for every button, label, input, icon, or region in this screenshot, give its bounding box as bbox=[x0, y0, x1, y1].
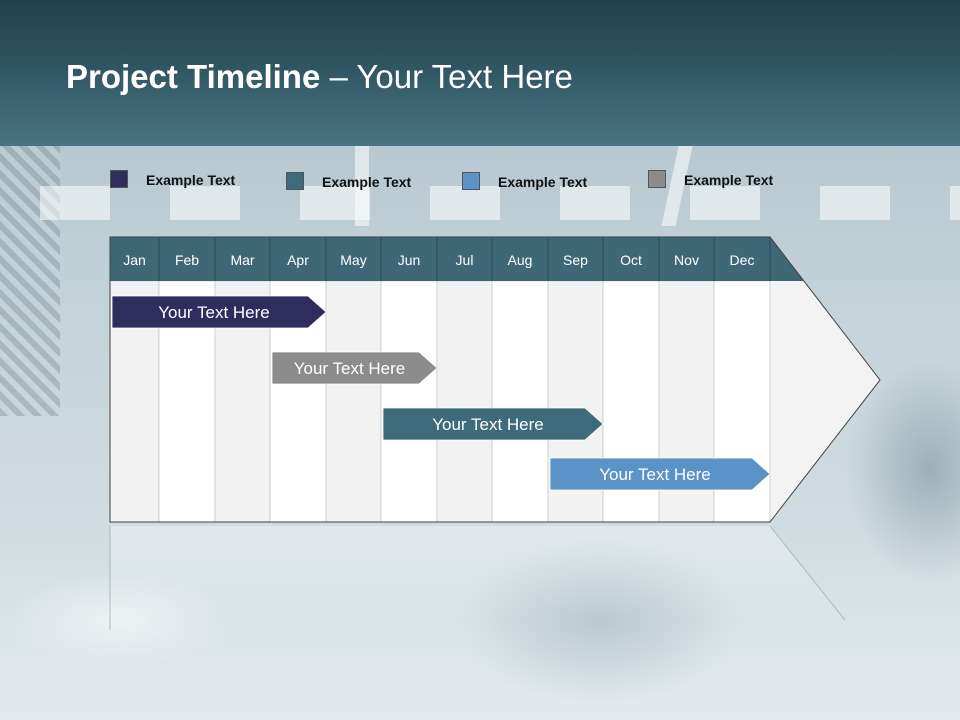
legend-swatch bbox=[286, 172, 304, 190]
month-label: Mar bbox=[230, 252, 254, 268]
month-label: Jan bbox=[123, 252, 146, 268]
timeline-arrow-outline bbox=[109, 236, 881, 523]
task-bar-label: Your Text Here bbox=[294, 359, 406, 378]
task-bar-label: Your Text Here bbox=[158, 303, 270, 322]
legend-swatch bbox=[462, 172, 480, 190]
month-label: Jun bbox=[398, 252, 421, 268]
task-bar bbox=[549, 457, 771, 491]
task-bar-label: Your Text Here bbox=[599, 465, 711, 484]
month-column bbox=[436, 280, 493, 523]
legend-swatch bbox=[110, 170, 128, 188]
month-column bbox=[491, 280, 549, 523]
page-title: Project Timeline – Your Text Here bbox=[66, 58, 573, 96]
month-column bbox=[380, 280, 438, 523]
task-bar bbox=[111, 295, 327, 329]
month-column bbox=[325, 280, 382, 523]
title-rest: – Your Text Here bbox=[320, 58, 573, 95]
month-label: Apr bbox=[287, 252, 309, 268]
timeline-reflection bbox=[110, 526, 845, 620]
road-line bbox=[355, 146, 369, 226]
month-label: Nov bbox=[674, 252, 699, 268]
month-label: Oct bbox=[620, 252, 642, 268]
legend-label: Example Text bbox=[498, 174, 588, 190]
header-band: Project Timeline – Your Text Here bbox=[0, 0, 960, 146]
legend-label: Example Text bbox=[146, 172, 236, 188]
month-label: Feb bbox=[175, 252, 199, 268]
crosswalk-stripes bbox=[40, 186, 960, 220]
legend-label: Example Text bbox=[322, 174, 412, 190]
task-bar bbox=[382, 407, 604, 441]
legend-swatch bbox=[648, 170, 666, 188]
month-label: Jul bbox=[456, 252, 474, 268]
month-label: Sep bbox=[563, 252, 588, 268]
reflection-edge bbox=[769, 525, 846, 621]
month-header-band bbox=[110, 237, 804, 281]
title-bold: Project Timeline bbox=[66, 58, 321, 95]
month-labels: Jan Feb Mar Apr May Jun Jul Aug Sep Oct Nov Dec bbox=[123, 237, 771, 281]
legend-label: Example Text bbox=[684, 172, 774, 188]
task-bar bbox=[271, 351, 438, 385]
month-label: Dec bbox=[730, 252, 755, 268]
task-bar-label: Your Text Here bbox=[432, 415, 544, 434]
month-label: May bbox=[340, 252, 366, 268]
month-label: Aug bbox=[508, 252, 533, 268]
